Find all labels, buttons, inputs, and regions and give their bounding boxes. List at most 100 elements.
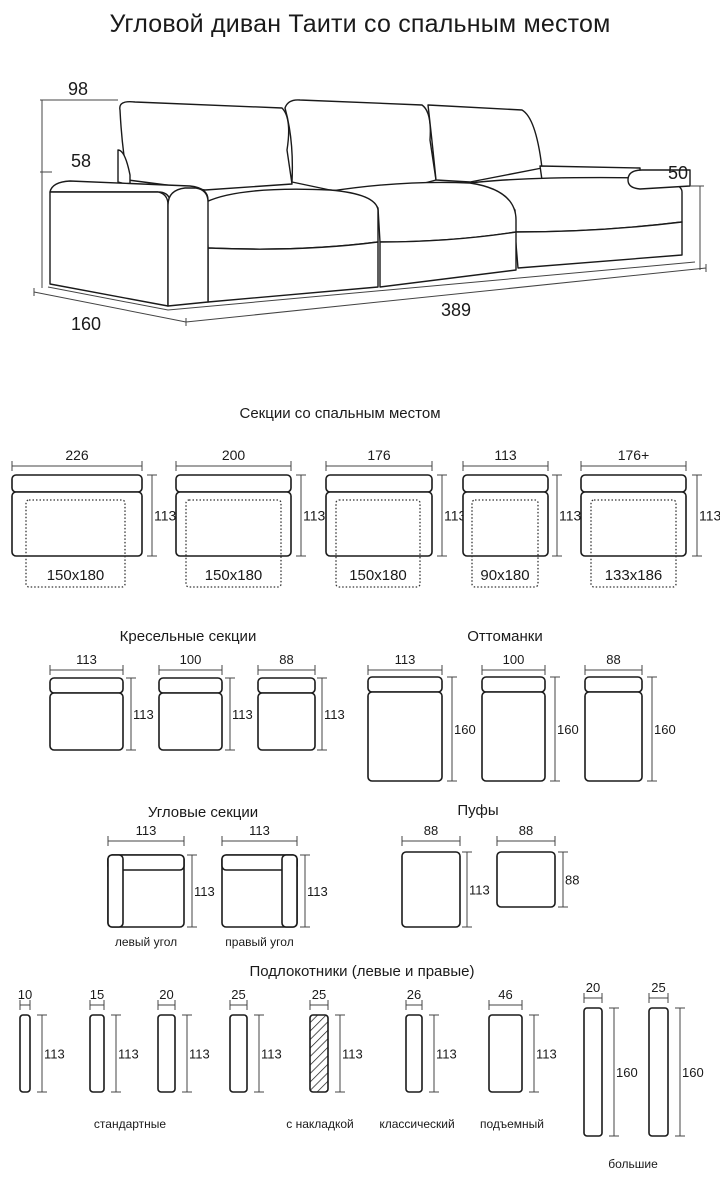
- depth-label: 160: [557, 722, 579, 737]
- width-dimension-line: [107, 836, 185, 846]
- depth-label: 113: [436, 1047, 457, 1062]
- width-dimension-line: [49, 665, 124, 675]
- depth-label: 113: [303, 508, 326, 524]
- total-height-label: 98: [68, 79, 88, 99]
- back-cushion: [481, 676, 546, 693]
- back-cushion: [49, 677, 124, 694]
- page-title: Угловой диван Таити со спальным местом: [109, 10, 611, 38]
- seat: [11, 491, 143, 557]
- depth-dimension-line: [300, 854, 310, 928]
- sleeping-area: [25, 499, 126, 588]
- width-dimension-line: [221, 836, 298, 846]
- section-heading-corners: Угловые секции: [148, 804, 258, 821]
- width-dimension-line: [367, 665, 443, 675]
- width-label: 10: [18, 987, 32, 1002]
- depth-dimension-line: [37, 1014, 47, 1093]
- side-armrest: [107, 854, 124, 928]
- left-armrest-front: [167, 187, 209, 307]
- armrest: [488, 1014, 523, 1093]
- width-dimension-line: [488, 1000, 523, 1010]
- width-dimension-line: [158, 665, 223, 675]
- width-dimension-line: [401, 836, 461, 846]
- width-dimension-line: [405, 1000, 423, 1010]
- width-label: 25: [651, 980, 665, 995]
- chaise-front: [514, 221, 683, 269]
- seat: [175, 491, 292, 557]
- back-cushion: [580, 474, 687, 493]
- width-dimension-line: [648, 993, 669, 1003]
- sleeping-area: [471, 499, 539, 588]
- depth-label: 113: [44, 1047, 65, 1062]
- height-dimension: [40, 99, 118, 288]
- group-label-classic: классический: [379, 1117, 454, 1131]
- depth-dimension-line: [462, 851, 472, 928]
- depth-dimension-line: [437, 474, 447, 557]
- right-back-cushion: [427, 104, 543, 183]
- width-dimension-line: [325, 461, 433, 471]
- section-heading-armrests: Подлокотники (левые и правые): [250, 963, 475, 980]
- depth-dimension-line: [675, 1007, 685, 1137]
- length-dimension: [185, 264, 707, 326]
- width-label: 15: [90, 987, 104, 1002]
- width-label: 26: [407, 987, 421, 1002]
- seat: [462, 491, 549, 557]
- depth-label: 113: [232, 707, 253, 722]
- sofa-sketch: [33, 99, 707, 326]
- depth-label: 113: [444, 508, 467, 524]
- chaise-height-label: 50: [668, 163, 688, 183]
- width-label: 20: [586, 980, 600, 995]
- depth-dimension-line: [187, 854, 197, 928]
- group-label-overlay: с накладкой: [286, 1117, 353, 1131]
- armrest: [405, 1014, 423, 1093]
- chaise-end-cushion: [627, 169, 691, 190]
- back-cushion: [11, 474, 143, 493]
- depth-dimension-line: [296, 474, 306, 557]
- section-heading-ottomans: Оттоманки: [467, 628, 542, 645]
- sleeping-area: [185, 499, 282, 588]
- width-label: 46: [498, 987, 512, 1002]
- sleeping-size-label: 90x180: [480, 567, 529, 584]
- sofa-depth-label: 160: [71, 314, 101, 334]
- depth-dimension-line: [529, 1014, 539, 1093]
- width-dimension-line: [11, 461, 143, 471]
- seat: [580, 491, 687, 557]
- armrest: [648, 1007, 669, 1137]
- depth-label: 113: [133, 707, 154, 722]
- depth-label: 113: [194, 884, 215, 899]
- depth-label: 113: [469, 883, 490, 898]
- seat: [49, 692, 124, 751]
- width-dimension-line: [580, 461, 687, 471]
- depth-label: 160: [454, 722, 476, 737]
- depth-label: 160: [654, 722, 676, 737]
- armrest: [229, 1014, 248, 1093]
- depth-label: 113: [342, 1047, 363, 1062]
- section-heading-poufs: Пуфы: [457, 802, 498, 819]
- depth-dimension-line: [692, 474, 702, 557]
- width-label: 113: [494, 447, 517, 463]
- width-label: 88: [519, 823, 533, 838]
- back-cushion: [325, 474, 433, 493]
- armrest: [309, 1014, 329, 1093]
- width-label: 100: [503, 652, 525, 667]
- width-dimension-line: [257, 665, 316, 675]
- seat-height-label: 58: [71, 151, 91, 171]
- section-heading-sleeping: Секции со спальным местом: [239, 405, 440, 422]
- group-label-lifting: подъемный: [480, 1117, 544, 1131]
- width-label: 25: [312, 987, 326, 1002]
- depth-label: 160: [616, 1065, 638, 1080]
- seat: [158, 692, 223, 751]
- seat: [481, 691, 546, 782]
- width-dimension-line: [496, 836, 556, 846]
- depth-dimension-line: [147, 474, 157, 557]
- chaise-height-dimension: [690, 185, 704, 270]
- depth-label: 113: [307, 884, 328, 899]
- width-dimension-line: [481, 665, 546, 675]
- width-label: 88: [606, 652, 620, 667]
- side-armrest: [281, 854, 298, 928]
- depth-label: 113: [536, 1047, 557, 1062]
- depth-dimension-line: [552, 474, 562, 557]
- depth-label: 113: [261, 1047, 282, 1062]
- width-dimension-line: [19, 1000, 31, 1010]
- sleeping-area: [590, 499, 677, 588]
- back-cushion: [584, 676, 643, 693]
